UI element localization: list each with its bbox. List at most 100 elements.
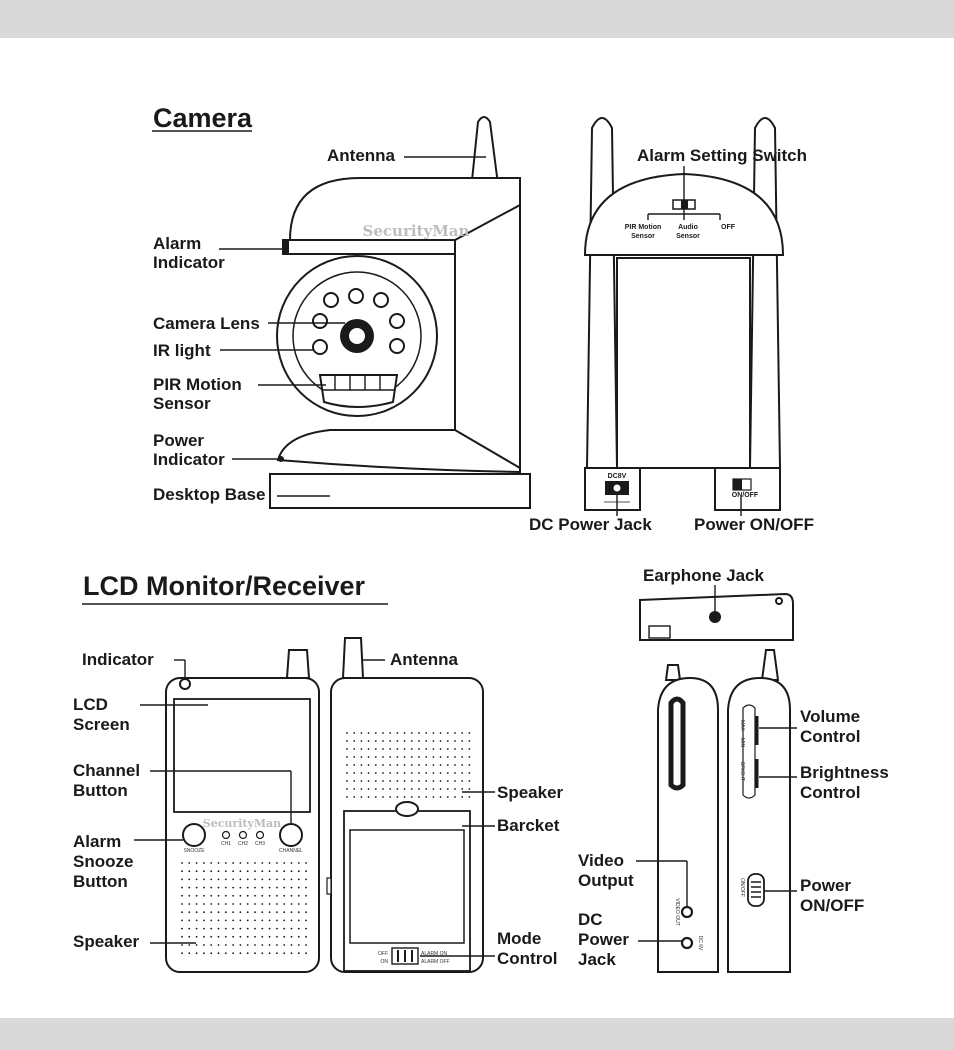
- speaker-hole: [432, 772, 435, 774]
- label-barcket: Barcket: [497, 816, 560, 835]
- speaker-hole: [396, 796, 399, 798]
- speaker-hole: [195, 886, 198, 889]
- speaker-hole: [246, 903, 249, 905]
- speaker-hole: [239, 886, 242, 889]
- label-mode-1: Mode: [497, 929, 541, 948]
- speaker-hole: [217, 886, 220, 889]
- speaker-hole: [188, 903, 191, 905]
- speaker-hole: [246, 911, 249, 914]
- speaker-hole: [360, 732, 363, 734]
- label-brightness-1: Brightness: [800, 763, 889, 782]
- speaker-hole: [268, 935, 271, 938]
- speaker-hole: [261, 862, 264, 864]
- speaker-hole: [261, 935, 264, 938]
- speaker-hole: [290, 878, 293, 881]
- speaker-hole: [254, 952, 256, 955]
- ch3-small-label: CH3: [255, 841, 265, 847]
- speaker-hole: [246, 870, 249, 873]
- speaker-hole: [283, 870, 286, 873]
- speaker-hole: [360, 772, 363, 774]
- speaker-hole: [297, 862, 300, 864]
- speaker-hole: [410, 796, 413, 798]
- speaker-hole: [418, 732, 420, 734]
- speaker-hole: [439, 780, 442, 782]
- speaker-hole: [276, 927, 278, 930]
- speaker-hole: [461, 764, 464, 766]
- speaker-hole: [353, 788, 356, 790]
- speaker-hole: [254, 903, 256, 905]
- speaker-hole: [232, 886, 235, 889]
- speaker-hole: [283, 862, 286, 864]
- speaker-hole: [254, 935, 256, 938]
- speaker-hole: [246, 952, 249, 955]
- speaker-hole: [367, 796, 370, 798]
- label-camera-antenna: Antenna: [327, 146, 396, 165]
- side-left-body: [657, 676, 719, 973]
- speaker-hole: [432, 732, 435, 734]
- speaker-hole: [181, 870, 183, 873]
- speaker-hole: [360, 796, 363, 798]
- speaker-hole: [188, 878, 191, 881]
- switch-option-pir-1: PIR Motion: [625, 224, 662, 231]
- label-indicator: Indicator: [82, 650, 154, 669]
- speaker-hole: [181, 935, 183, 938]
- speaker-hole: [425, 780, 428, 782]
- alarm-snooze-button[interactable]: [182, 823, 206, 847]
- camera-back-panel: [616, 257, 751, 469]
- speaker-hole: [446, 732, 449, 734]
- speaker-hole: [203, 878, 205, 881]
- speaker-hole: [346, 796, 348, 798]
- speaker-hole: [239, 862, 242, 864]
- video-output-jack: [680, 905, 694, 919]
- power-on-off-switch[interactable]: [747, 873, 765, 907]
- speaker-hole: [346, 764, 348, 766]
- speaker-hole: [403, 788, 406, 790]
- label-dc-2: Power: [578, 930, 629, 949]
- bracket-latch: [395, 801, 419, 817]
- speaker-hole: [432, 788, 435, 790]
- speaker-hole: [374, 796, 377, 798]
- receiver-back-view: OFF ON ALARM ON ALARM OFF: [326, 637, 484, 973]
- speaker-hole: [210, 944, 213, 946]
- receiver-side-view-right: MAX MIN BRIGHT ON/OFF: [727, 649, 791, 973]
- speaker-hole: [297, 919, 300, 922]
- speaker-hole: [297, 911, 300, 914]
- speaker-hole: [432, 780, 435, 782]
- speaker-hole: [461, 748, 464, 750]
- speaker-hole: [389, 748, 392, 750]
- speaker-hole: [468, 788, 471, 790]
- channel-small-label: CHANNEL: [279, 848, 303, 854]
- ir-led: [348, 288, 364, 304]
- on-off-label: ON/OFF: [732, 492, 759, 499]
- mode-alarm-off-label: ALARM OFF: [421, 959, 450, 965]
- speaker-hole: [360, 764, 363, 766]
- speaker-hole: [346, 756, 348, 758]
- speaker-hole: [382, 772, 384, 774]
- speaker-hole: [283, 886, 286, 889]
- speaker-hole: [195, 952, 198, 955]
- speaker-hole: [217, 944, 220, 946]
- speaker-hole: [239, 927, 242, 930]
- speaker-hole: [254, 886, 256, 889]
- switch-option-pir-2: Sensor: [631, 233, 655, 240]
- speaker-hole: [217, 878, 220, 881]
- receiver-front-view: SecurityMan SNOOZE CH1 CH2 CH3 CHANNEL: [165, 649, 320, 973]
- speaker-hole: [290, 944, 293, 946]
- speaker-hole: [468, 780, 471, 782]
- speaker-hole: [232, 919, 235, 922]
- speaker-hole: [268, 903, 271, 905]
- speaker-hole: [254, 911, 256, 914]
- speaker-hole: [432, 740, 435, 742]
- speaker-hole: [283, 952, 286, 955]
- speaker-hole: [290, 919, 293, 922]
- bright-small-label: BRIGHT: [739, 762, 745, 781]
- speaker-hole: [360, 780, 363, 782]
- speaker-hole: [188, 919, 191, 922]
- speaker-hole: [232, 952, 235, 955]
- channel-button[interactable]: [279, 823, 303, 847]
- speaker-hole: [195, 927, 198, 930]
- speaker-hole: [232, 903, 235, 905]
- speaker-hole: [410, 740, 413, 742]
- label-speaker-back: Speaker: [497, 783, 564, 802]
- speaker-hole: [261, 944, 264, 946]
